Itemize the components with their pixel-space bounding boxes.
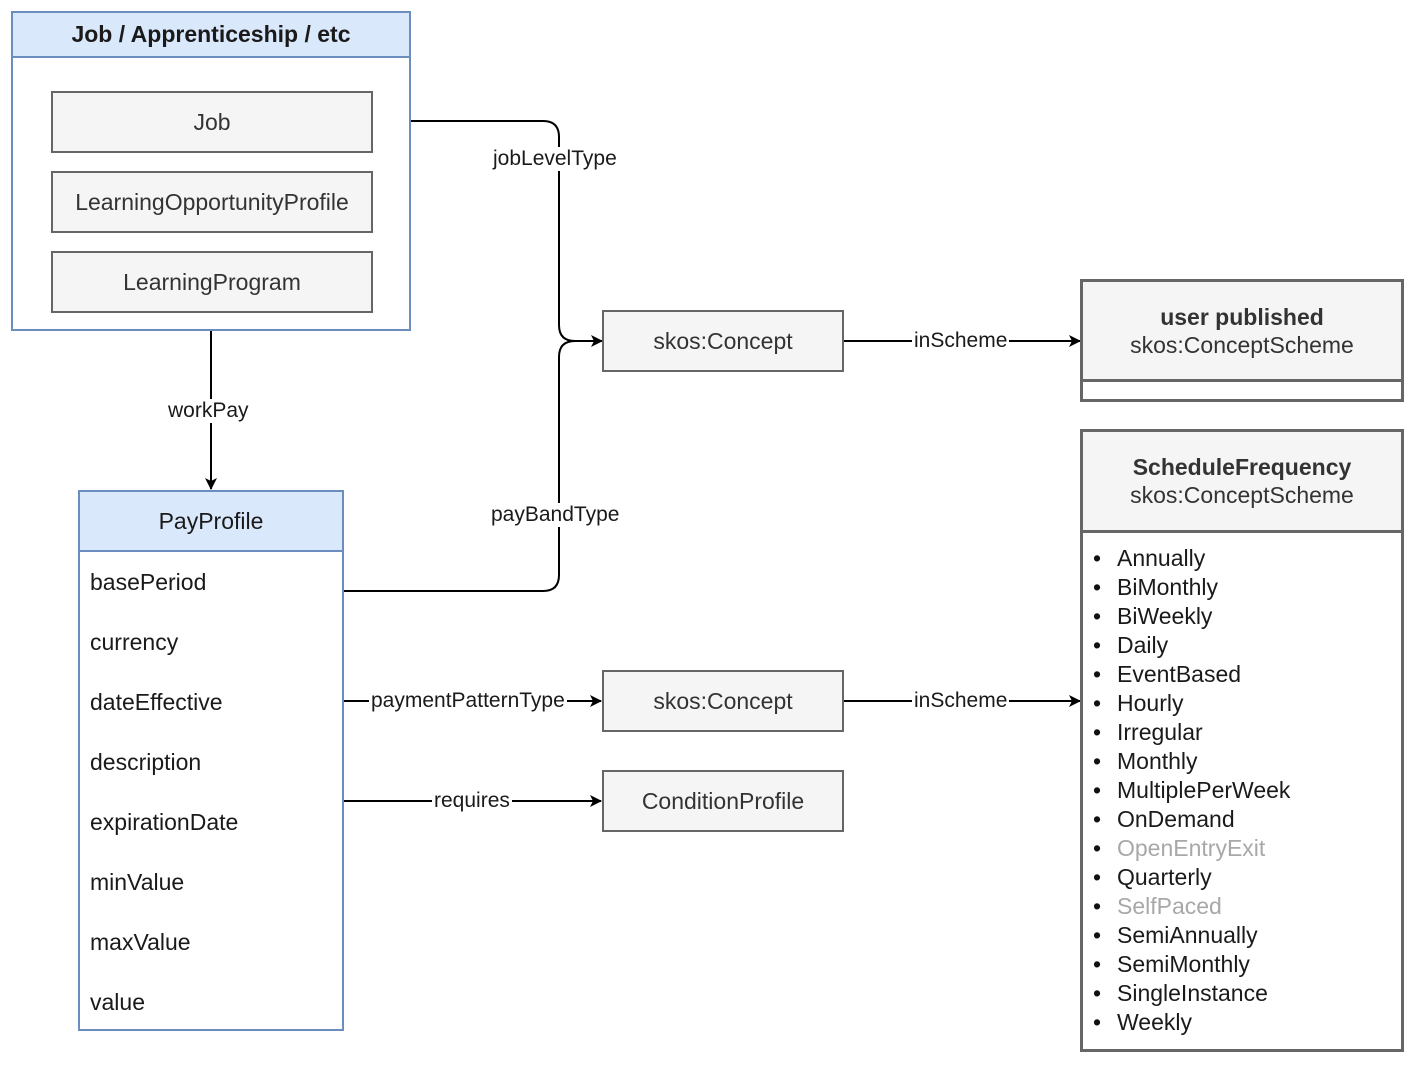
schedule-frequency-item[interactable]: BiMonthly [1093,573,1290,602]
schedule-frequency-item[interactable]: SemiMonthly [1093,950,1290,979]
skos-concept-top-box[interactable]: skos:Concept [602,310,844,372]
edge-label-job-level-type: jobLevelType [491,147,619,171]
schedule-frequency-item[interactable]: Monthly [1093,747,1290,776]
schedule-frequency-item[interactable]: OpenEntryExit [1093,834,1290,863]
edge-label-requires: requires [432,789,512,813]
user-published-scheme-header: user published skos:ConceptScheme [1083,282,1401,382]
learning-program-box[interactable]: LearningProgram [51,251,373,313]
schedule-frequency-item[interactable]: MultiplePerWeek [1093,776,1290,805]
field-date-effective[interactable]: dateEffective [90,689,223,715]
user-published-scheme-subtitle: skos:ConceptScheme [1130,331,1354,358]
schedule-frequency-item[interactable]: Weekly [1093,1008,1290,1037]
edge-label-work-pay: workPay [166,399,251,423]
schedule-frequency-item[interactable]: Annually [1093,544,1290,573]
user-published-scheme-box[interactable]: user published skos:ConceptScheme [1080,279,1404,402]
pay-profile-box[interactable]: PayProfile basePeriod currency dateEffec… [78,490,344,1031]
field-currency[interactable]: currency [90,629,179,655]
schedule-frequency-scheme-header: ScheduleFrequency skos:ConceptScheme [1083,432,1401,533]
job-group-title: Job / Apprenticeship / etc [13,13,409,58]
schedule-frequency-list: AnnuallyBiMonthlyBiWeeklyDailyEventBased… [1093,544,1290,1037]
schedule-frequency-item[interactable]: Irregular [1093,718,1290,747]
schedule-frequency-scheme-subtitle: skos:ConceptScheme [1130,482,1354,508]
edge-label-pay-band-type: payBandType [489,503,622,527]
schedule-frequency-item[interactable]: Daily [1093,631,1290,660]
user-published-scheme-title: user published [1160,303,1324,330]
schedule-frequency-item[interactable]: Hourly [1093,689,1290,718]
field-max-value[interactable]: maxValue [90,929,191,955]
edge-label-payment-pattern-type: paymentPatternType [369,689,567,713]
schedule-frequency-item[interactable]: SingleInstance [1093,979,1290,1008]
schedule-frequency-item[interactable]: SemiAnnually [1093,921,1290,950]
edge-joblevel [371,120,603,347]
schedule-frequency-item[interactable]: EventBased [1093,660,1290,689]
field-expiration-date[interactable]: expirationDate [90,809,239,835]
field-base-period[interactable]: basePeriod [90,569,207,595]
condition-profile-box[interactable]: ConditionProfile [602,770,844,832]
job-group-container[interactable]: Job / Apprenticeship / etc Job LearningO… [11,11,411,331]
schedule-frequency-scheme-box[interactable]: ScheduleFrequency skos:ConceptScheme Ann… [1080,429,1404,1052]
schedule-frequency-item[interactable]: BiWeekly [1093,602,1290,631]
schedule-frequency-scheme-title: ScheduleFrequency [1132,454,1352,480]
edge-label-in-scheme-middle: inScheme [912,689,1010,713]
schedule-frequency-item[interactable]: SelfPaced [1093,892,1290,921]
learning-opportunity-profile-box[interactable]: LearningOpportunityProfile [51,171,373,233]
field-value[interactable]: value [90,989,145,1015]
edge-label-in-scheme-top: inScheme [912,329,1010,353]
field-min-value[interactable]: minValue [90,869,185,895]
edge-payband [344,340,576,592]
schedule-frequency-item[interactable]: OnDemand [1093,805,1290,834]
pay-profile-title: PayProfile [80,492,342,552]
schedule-frequency-item[interactable]: Quarterly [1093,863,1290,892]
field-description[interactable]: description [90,749,202,775]
job-box[interactable]: Job [51,91,373,153]
skos-concept-middle-box[interactable]: skos:Concept [602,670,844,732]
